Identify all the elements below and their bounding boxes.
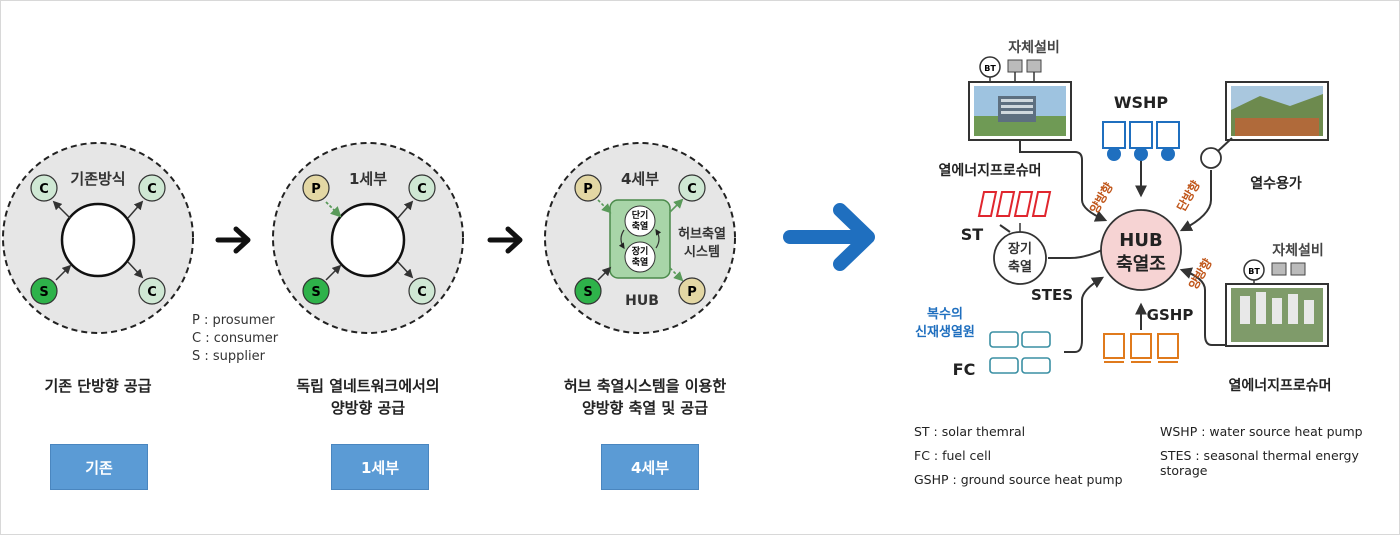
water-source-heat-pump-icon	[1102, 121, 1180, 161]
stage-2-node-c1: C	[408, 174, 436, 202]
svg-text:축열조: 축열조	[1116, 254, 1166, 275]
stage-1-title: 기존방식	[70, 170, 125, 188]
stage-1-caption: 기존 단방향 공급	[44, 377, 152, 395]
st-label: ST	[961, 225, 984, 244]
equipment-icon	[1007, 59, 1023, 73]
abbr-supplier: S : supplier	[192, 349, 265, 364]
renewable-label-1: 복수의	[927, 306, 963, 322]
svg-text:장기: 장기	[632, 245, 649, 257]
hub-diagram: HUB 축열조 자체설비 BT 열에너지프로슈머	[915, 40, 1331, 394]
stage-3-diagram: 4세부 단기 축열 장기 축열 HUB 허브축열 시스템 P C S P	[544, 142, 736, 334]
svg-text:C: C	[147, 182, 157, 197]
abbreviation-legend: P : prosumer C : consumer S : supplier	[192, 312, 278, 366]
renewable-label-2: 신재생열원	[915, 324, 975, 340]
svg-text:S: S	[311, 285, 320, 300]
stage-3-node-s: S	[574, 277, 602, 305]
arrow-right-icon	[487, 226, 523, 254]
prosumer-bottom-label: 열에너지프로슈머	[1228, 377, 1331, 394]
svg-text:BT: BT	[984, 64, 996, 73]
svg-text:C: C	[687, 182, 697, 197]
stage-3-node-p2: P	[678, 277, 706, 305]
svg-text:P: P	[687, 285, 697, 300]
wshp-label: WSHP	[1114, 93, 1169, 112]
svg-text:BT: BT	[1248, 267, 1260, 276]
note-fc: FC : fuel cell	[914, 448, 992, 463]
svg-text:P: P	[583, 182, 593, 197]
stage-3-caption: 허브 축열시스템을 이용한 양방향 축열 및 공급	[563, 377, 727, 417]
svg-text:C: C	[417, 285, 427, 300]
arrow-right-icon	[215, 226, 251, 254]
stage-1-badge: 기존	[50, 444, 148, 490]
svg-text:허브축열: 허브축열	[678, 226, 726, 242]
gshp-label: GSHP	[1147, 306, 1194, 324]
svg-text:축열: 축열	[632, 256, 649, 268]
consumer-photo	[1225, 81, 1329, 141]
note-gshp: GSHP : ground source heat pump	[914, 472, 1123, 487]
stage-2-title: 1세부	[349, 170, 387, 188]
stage-3-title: 4세부	[621, 170, 659, 188]
stage-2-diagram: 1세부 P C C S	[272, 142, 464, 334]
svg-text:축열: 축열	[632, 220, 649, 232]
stage-2-caption: 독립 열네트워크에서의 양방향 공급	[296, 377, 440, 417]
note-stes: STES : seasonal thermal energy storage	[1160, 448, 1359, 478]
svg-text:C: C	[39, 182, 49, 197]
svg-text:시스템: 시스템	[684, 245, 720, 260]
consumer-label: 열수용가	[1250, 175, 1302, 192]
stage-3-badge: 4세부	[601, 444, 699, 490]
stage-1-diagram: 기존방식 C C C S	[2, 142, 194, 334]
stes-label: STES	[1031, 286, 1073, 304]
svg-text:HUB: HUB	[625, 293, 659, 309]
stage-2-node-s: S	[302, 277, 330, 305]
seasonal-storage-node: 장기 축열	[993, 231, 1047, 285]
self-facility-right-label: 자체설비	[1272, 243, 1324, 259]
svg-text:C: C	[147, 285, 157, 300]
abbr-prosumer: P : prosumer	[192, 313, 275, 328]
svg-text:축열: 축열	[1008, 259, 1032, 275]
svg-text:장기: 장기	[1008, 241, 1032, 257]
prosumer-apartment-photo	[1225, 283, 1329, 347]
equipment-icon	[1271, 262, 1287, 276]
stage-1-node-s: S	[30, 277, 58, 305]
svg-text:단기: 단기	[632, 209, 649, 221]
svg-text:C: C	[417, 182, 427, 197]
fuel-cell-icon	[989, 331, 1051, 374]
note-st: ST : solar themral	[914, 424, 1026, 439]
stage-3-node-c1: C	[678, 174, 706, 202]
stage-1-node-c2: C	[138, 174, 166, 202]
hub-storage-tank: HUB 축열조	[1100, 209, 1182, 291]
svg-text:S: S	[583, 285, 592, 300]
unidirectional-label: 단방향	[1173, 178, 1203, 214]
note-wshp: WSHP : water source heat pump	[1160, 424, 1363, 439]
stage-3-node-p1: P	[574, 174, 602, 202]
bt-icon: BT	[1243, 259, 1265, 284]
abbr-consumer: C : consumer	[192, 331, 279, 346]
stage-1-node-c3: C	[138, 277, 166, 305]
stage-2-node-p: P	[302, 174, 330, 202]
stage-2-badge: 1세부	[331, 444, 429, 490]
self-facility-top-label: 자체설비	[1008, 40, 1060, 56]
svg-text:S: S	[39, 285, 48, 300]
svg-text:HUB: HUB	[1119, 230, 1162, 251]
stage-2-node-c2: C	[408, 277, 436, 305]
ground-source-heat-pump-icon	[1103, 333, 1179, 363]
big-arrow-right-icon	[783, 203, 875, 271]
prosumer-building-photo	[968, 81, 1072, 141]
svg-text:P: P	[311, 182, 321, 197]
prosumer-top-label: 열에너지프로슈머	[938, 162, 1041, 179]
fc-label: FC	[953, 360, 976, 379]
bt-icon: BT	[979, 56, 1001, 82]
equipment-icon	[1290, 262, 1306, 276]
solar-thermal-icon	[977, 191, 1052, 217]
equipment-icon	[1026, 59, 1042, 73]
stage-1-node-c1: C	[30, 174, 58, 202]
bidirectional-label-top: 양방향	[1086, 180, 1116, 216]
